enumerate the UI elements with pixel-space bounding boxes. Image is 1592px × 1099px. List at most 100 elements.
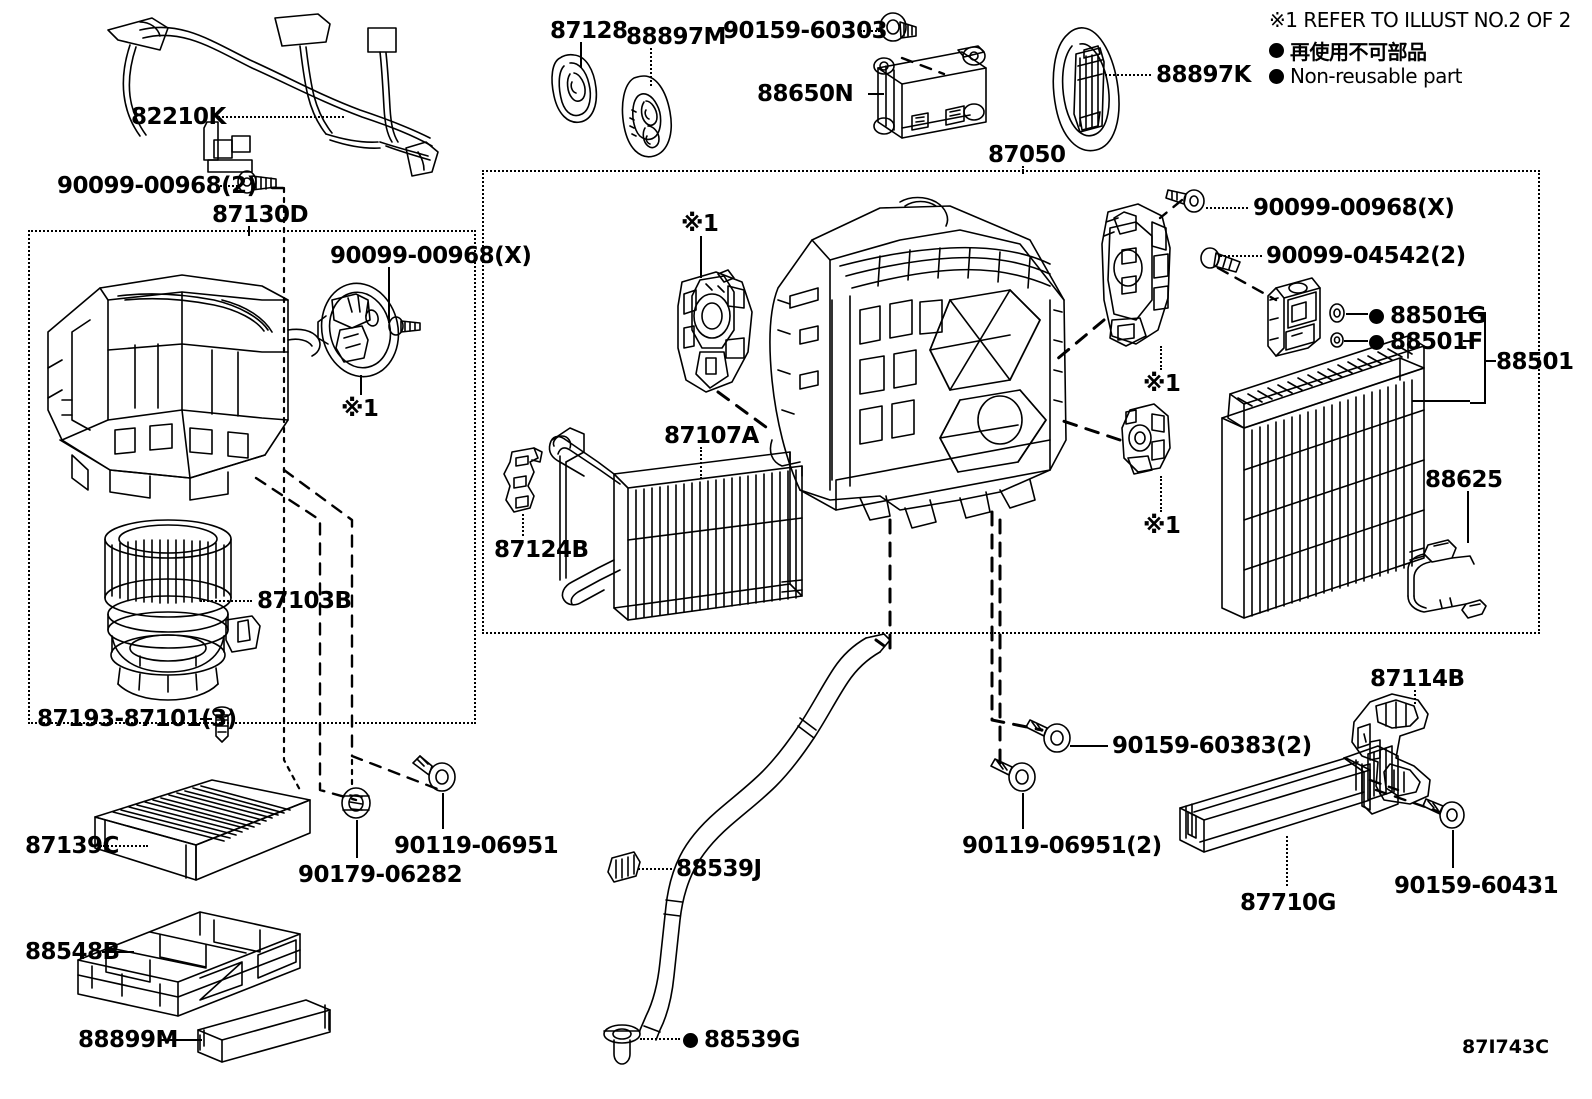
part-label-90159-60383-2[interactable]: 90159-60383(2) [1112,733,1312,759]
assembly-dotted-lines [282,186,354,792]
leader-82210K [218,116,344,118]
blower-unit-group-box [28,230,476,724]
leader-88501-evap [1412,400,1470,402]
refer-marker-servo-left: ※1 [681,211,719,237]
part-label-87124B[interactable]: 87124B [494,537,589,563]
part-label-82210K[interactable]: 82210K [131,104,226,130]
leader-refer-servo-upper [1160,346,1162,370]
leader-90119-06951 [442,793,444,829]
part-label-87114B[interactable]: 87114B [1370,666,1465,692]
part-label-87130D[interactable]: 87130D [212,202,309,228]
part-label-87107A[interactable]: 87107A [664,423,759,449]
art-o-ring-small [1330,332,1344,348]
part-label-88650N[interactable]: 88650N [757,81,854,107]
assembly-dashed-long [716,318,1122,772]
leader-refer-blower [360,375,362,395]
art-cooler-hole-cover [1052,27,1120,152]
art-screw-ptc-heater [1422,798,1465,829]
part-label-90119-06951[interactable]: 90119-06951 [394,833,559,859]
art-bolt-washer [412,755,456,792]
leader-88897M [650,48,652,86]
part-label-87710G[interactable]: 87710G [1240,890,1336,916]
diagram-id: 87I743C [1462,1036,1550,1058]
part-label-90119-06951-2[interactable]: 90119-06951(2) [962,833,1162,859]
art-servo-motor-left [677,269,753,393]
part-label-88625[interactable]: 88625 [1425,467,1503,493]
leader-87107A [700,447,702,479]
leader-refer-servo-left [700,236,702,278]
leader-88899M [158,1039,202,1041]
part-label-90099-04542-2[interactable]: 90099-04542(2) [1266,243,1466,269]
art-screw-amplifier [879,12,917,42]
leader-87710G [1286,836,1288,886]
leader-90099-00968-X-servo [1206,207,1248,209]
part-label-87128[interactable]: 87128 [550,18,628,44]
part-row-88501F[interactable]: 88501F [1369,329,1483,355]
leader-88501G [1346,313,1368,315]
leader-88650N [868,93,884,95]
leader-87128 [580,42,582,68]
art-ac-unit-case [769,196,1067,529]
leader-88625 [1467,491,1469,543]
art-o-ring-large [1329,303,1345,323]
art-servo-motor-upper-right [1101,203,1171,347]
part-label-87103B[interactable]: 87103B [257,588,352,614]
bracket-88501-tick-G [1463,312,1473,314]
part-label-90099-00968-X-servo[interactable]: 90099-00968(X) [1253,195,1455,221]
art-grommet-87128 [551,53,598,123]
leader-90159-60303 [860,30,880,32]
leader-87193-87101-3 [200,718,212,720]
part-label-88897M[interactable]: 88897M [626,24,726,50]
art-screw-unit-mount [1025,719,1071,753]
leader-refer-servo-lower [1160,476,1162,512]
art-drain-hose [607,633,891,1041]
part-label-88501G[interactable]: 88501G [1390,303,1486,329]
leader-90099-00968-X-blower [388,267,390,323]
art-thermistor [1407,539,1487,619]
leader-90099-00968-2 [216,185,238,187]
art-expansion-valve [1267,277,1321,357]
legend-en-row: Non-reusable part [1269,64,1462,88]
leader-87103B [200,600,252,602]
art-drain-grommet [603,1024,641,1065]
leader-87050 [1022,166,1024,174]
legend-jp-row: 再使用不可部品 [1269,36,1427,65]
leader-90159-60431 [1452,830,1454,868]
leader-87124B [522,514,524,536]
bracket-88501 [1470,312,1486,404]
art-cabin-filter [94,779,311,881]
part-label-88501[interactable]: 88501 [1496,349,1574,375]
leader-90159-60383-2 [1070,745,1108,747]
art-blower-resistor [317,282,400,378]
refer-marker-servo-lower: ※1 [1143,513,1181,539]
bracket-88501-stem [1484,360,1496,362]
art-wire-harness [107,13,439,177]
leader-87130D [248,226,250,236]
part-label-90099-00968-X-blower[interactable]: 90099-00968(X) [330,243,532,269]
part-row-88539G[interactable]: 88539G [683,1027,800,1053]
part-label-87050[interactable]: 87050 [988,142,1066,168]
leader-87139C [100,845,148,847]
part-label-90159-60431[interactable]: 90159-60431 [1394,873,1559,899]
legend-en-text: Non-reusable part [1290,64,1462,88]
leader-88897K [1105,74,1151,76]
refer-marker-servo-upper: ※1 [1143,371,1181,397]
part-label-88539G[interactable]: 88539G [704,1027,800,1053]
art-grommet-88897M [621,75,672,158]
art-servo-motor-lower-right [1121,403,1171,475]
part-label-88501F[interactable]: 88501F [1390,329,1483,355]
bracket-88501-tick-F [1463,340,1473,342]
part-label-90179-06282[interactable]: 90179-06282 [298,862,463,888]
part-label-88897K[interactable]: 88897K [1156,62,1251,88]
art-screw-expansion-valve [1200,247,1241,273]
part-row-88501G[interactable]: 88501G [1369,303,1486,329]
non-reusable-bullet-88501F [1369,334,1384,350]
leader-88539J [638,868,672,870]
art-ptc-bracket [1351,693,1431,805]
leader-90119-06951-2 [1022,793,1024,829]
part-label-88539J[interactable]: 88539J [676,856,762,882]
art-evaporator [1221,335,1425,619]
art-filter-case [77,911,301,1017]
legend-jp-text: 再使用不可部品 [1290,40,1427,64]
